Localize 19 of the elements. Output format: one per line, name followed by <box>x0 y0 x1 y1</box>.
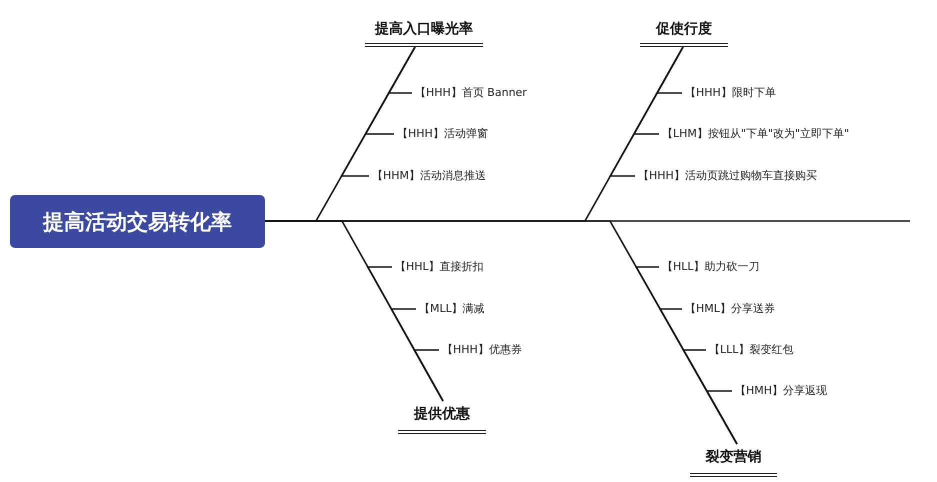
cause-text: 【HMH】分享返现 <box>735 383 828 399</box>
cause-text: 【MLL】满减 <box>419 301 485 317</box>
cause-text: 【HHH】首页 Banner <box>415 85 527 101</box>
category-heading: 提高入口曝光率 <box>365 16 483 47</box>
cause-text: 【HHH】优惠券 <box>442 342 522 358</box>
cause-text: 【HHH】活动弹窗 <box>397 126 488 142</box>
category-heading: 提供优惠 <box>398 401 486 434</box>
cause-text: 【HLL】助力砍一刀 <box>662 259 760 275</box>
cause-text: 【HHL】直接折扣 <box>395 259 484 275</box>
cause-text: 【HHH】活动页跳过购物车直接购买 <box>638 168 817 184</box>
category-heading: 裂变营销 <box>690 444 777 477</box>
bone-line <box>265 220 738 444</box>
cause-text: 【LLL】裂变红包 <box>709 342 794 358</box>
category-heading: 促使行度 <box>640 16 728 47</box>
cause-text: 【HHH】限时下单 <box>685 85 776 101</box>
cause-text: 【HHM】活动消息推送 <box>372 168 486 184</box>
cause-text: 【LHM】按钮从"下单"改为"立即下单" <box>662 126 850 142</box>
cause-text: 【HML】分享送券 <box>685 301 775 317</box>
problem-box: 提高活动交易转化率 <box>10 195 265 248</box>
